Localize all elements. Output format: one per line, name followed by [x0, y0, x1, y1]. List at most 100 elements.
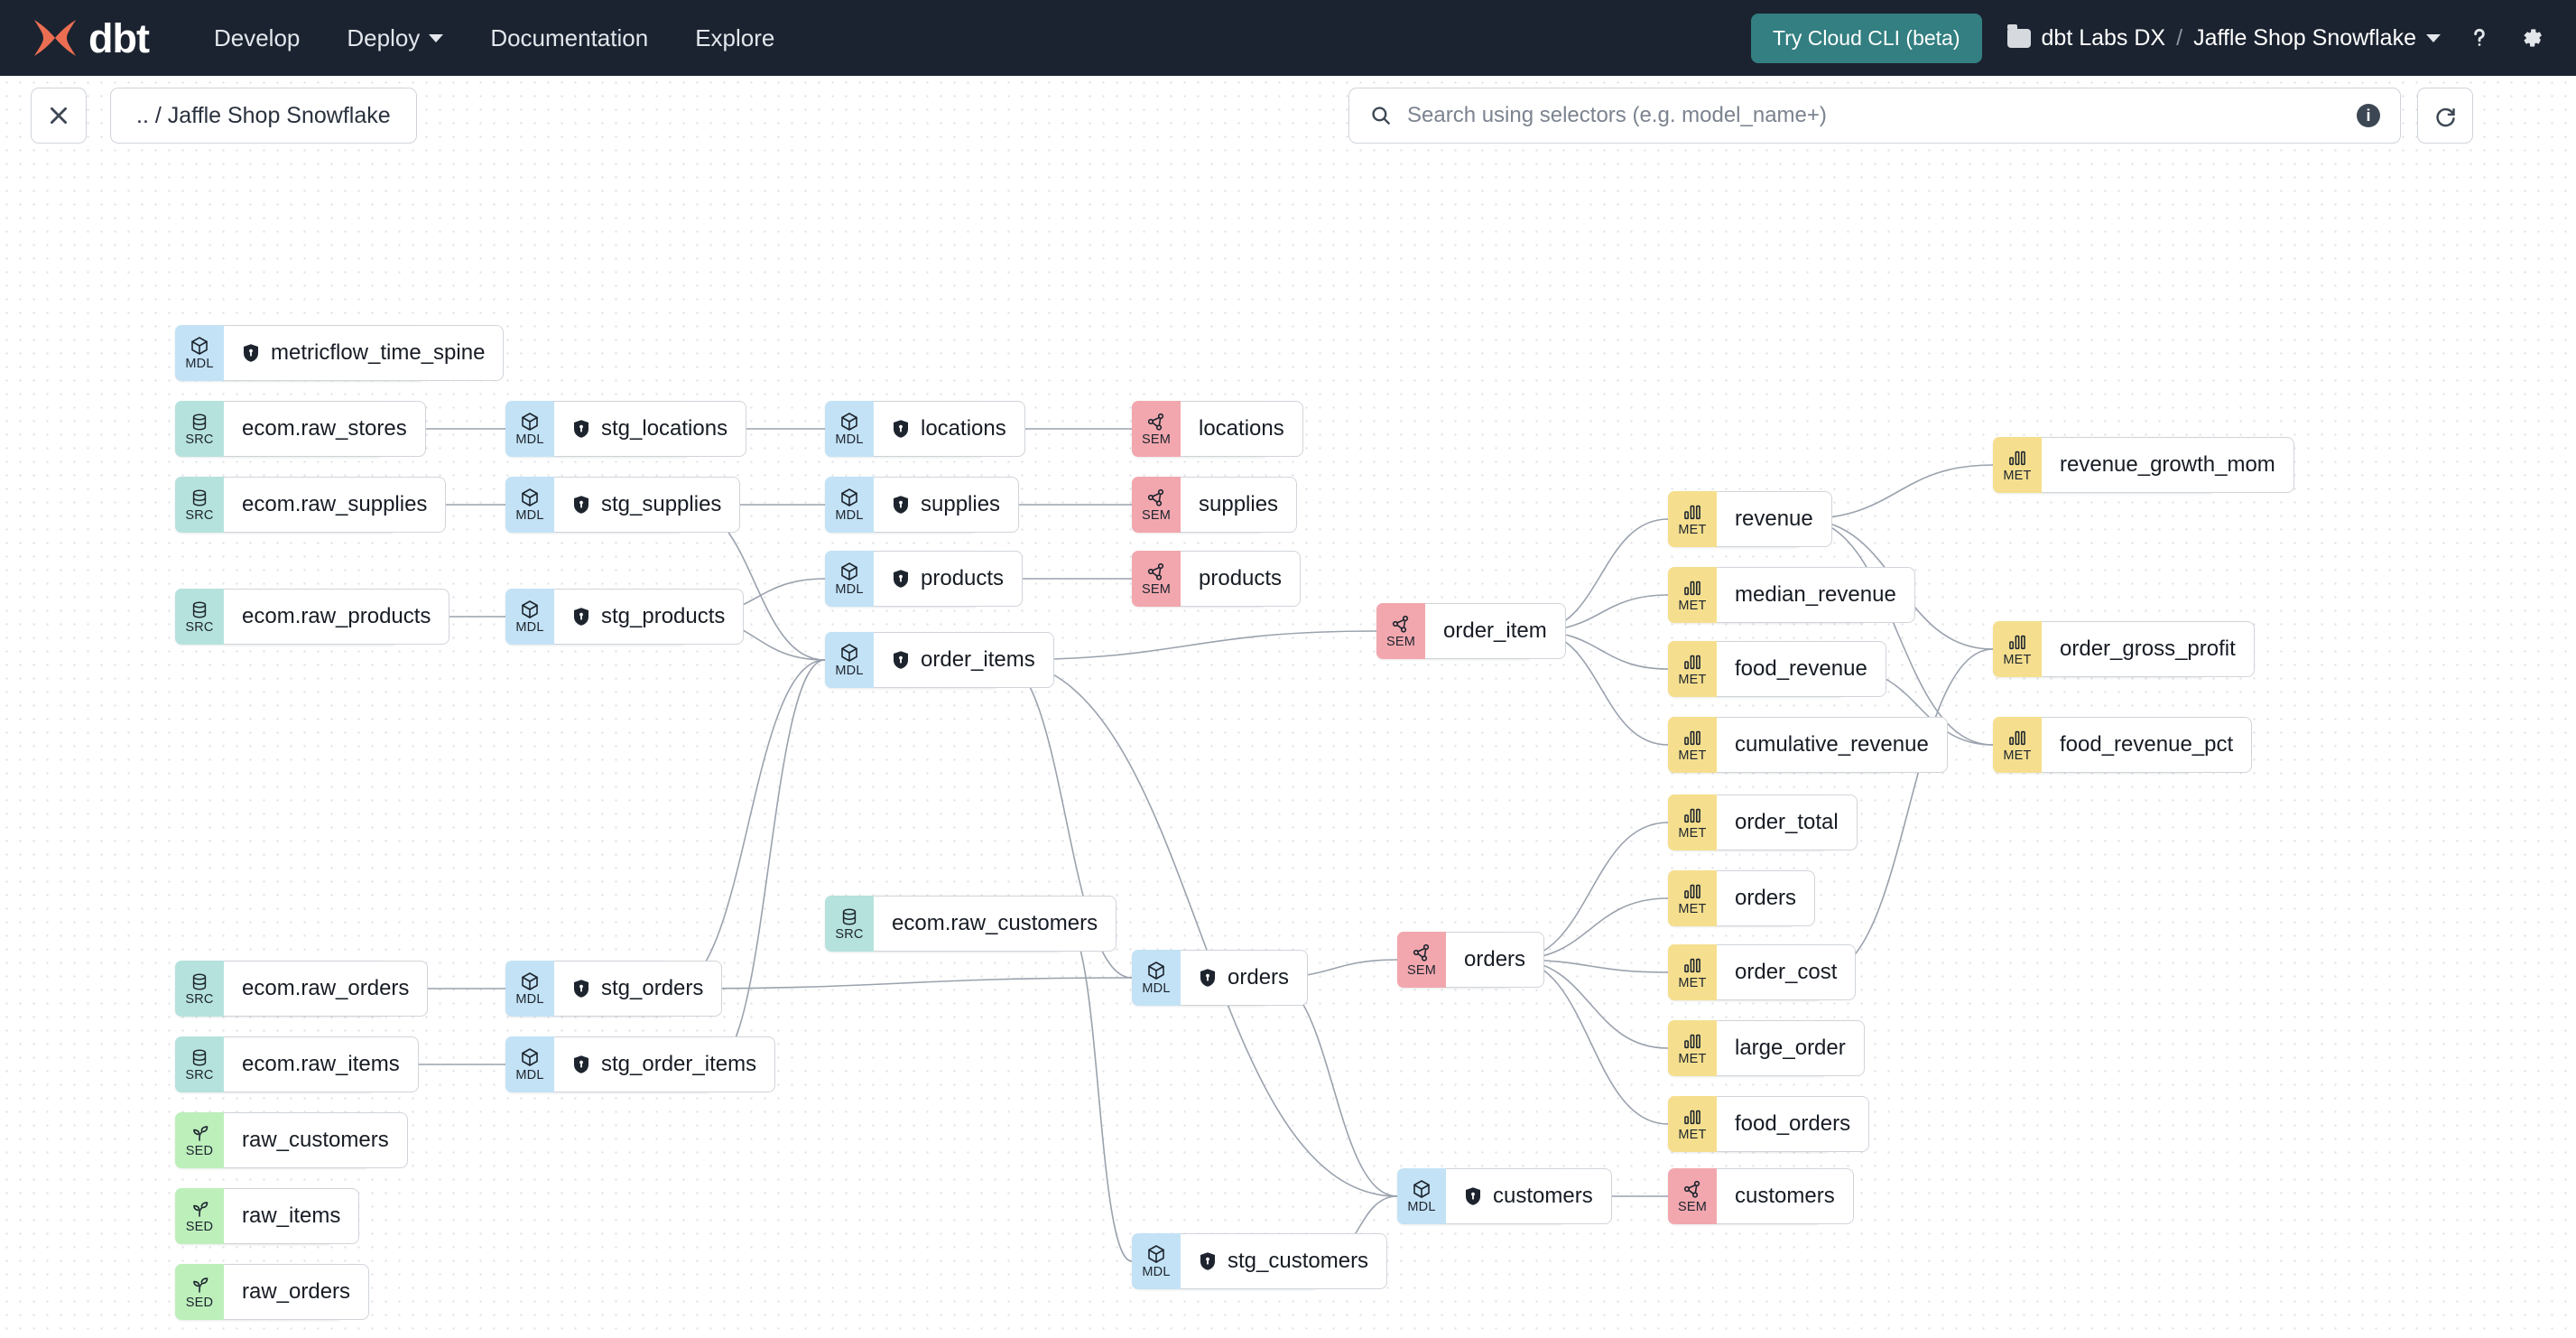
lineage-node-orders_met[interactable]: MET orders — [1668, 870, 1816, 926]
node-body: order_total — [1717, 794, 1858, 850]
lineage-node-order_cost[interactable]: MET order_cost — [1668, 944, 1857, 1000]
help-button[interactable] — [2466, 24, 2493, 51]
lineage-node-stg_supplies[interactable]: MDL stg_supplies — [505, 477, 741, 533]
node-type-badge-mdl: MDL — [825, 401, 874, 457]
node-label: ecom.raw_products — [242, 604, 431, 628]
bar-chart-icon — [1682, 1030, 1703, 1052]
lineage-node-ecom_raw_products[interactable]: SRC ecom.raw_products — [175, 589, 450, 645]
node-label: ecom.raw_stores — [242, 416, 407, 441]
node-type-badge-mdl: MDL — [505, 961, 554, 1017]
node-type-label: MDL — [835, 664, 864, 679]
node-type-label: SRC — [185, 508, 214, 524]
lineage-node-ecom_raw_orders[interactable]: SRC ecom.raw_orders — [175, 961, 429, 1017]
bar-chart-icon — [2006, 631, 2028, 653]
close-graph-button[interactable] — [31, 88, 87, 144]
lineage-node-order_gross_profit[interactable]: MET order_gross_profit — [1993, 621, 2255, 677]
search-input[interactable] — [1407, 103, 2342, 128]
node-body: locations — [1181, 401, 1303, 457]
folder-icon — [2006, 23, 2031, 48]
lineage-node-food_revenue_pct[interactable]: MET food_revenue_pct — [1993, 717, 2253, 773]
bar-chart-icon — [1682, 954, 1703, 976]
node-label: supplies — [921, 492, 1001, 516]
lineage-node-stg_customers[interactable]: MDL stg_customers — [1132, 1233, 1388, 1289]
lineage-node-large_order[interactable]: MET large_order — [1668, 1020, 1865, 1076]
node-body: revenue — [1717, 491, 1832, 547]
lineage-edge — [671, 977, 1133, 990]
refresh-graph-button[interactable] — [2417, 88, 2473, 144]
nav-item-explore[interactable]: Explore — [672, 15, 798, 61]
lineage-node-stg_orders[interactable]: MDL stg_orders — [505, 961, 723, 1017]
lineage-node-raw_items[interactable]: SED raw_items — [175, 1188, 360, 1244]
dbt-logo[interactable]: dbt — [31, 14, 150, 61]
node-type-badge-src: SRC — [175, 401, 224, 457]
lineage-node-locations_sem[interactable]: SEM locations — [1132, 401, 1303, 457]
node-body: revenue_growth_mom — [2042, 437, 2294, 493]
settings-button[interactable] — [2518, 24, 2545, 51]
node-label: stg_products — [601, 604, 726, 628]
lineage-graph-canvas[interactable]: MDL metricflow_time_spine SRC ecom.raw_s… — [0, 76, 2576, 1338]
database-icon — [190, 1046, 209, 1068]
lineage-node-products_mdl[interactable]: MDL products — [825, 551, 1024, 607]
info-icon[interactable]: i — [2357, 104, 2380, 127]
lineage-node-raw_orders[interactable]: SED raw_orders — [175, 1264, 370, 1320]
graph-breadcrumb[interactable]: .. / Jaffle Shop Snowflake — [110, 88, 417, 144]
nav-item-documentation-label: Documentation — [490, 23, 649, 51]
lineage-node-customers_sem[interactable]: SEM customers — [1668, 1168, 1854, 1224]
brand-wordmark: dbt — [88, 14, 150, 61]
node-label: order_cost — [1735, 960, 1838, 984]
node-type-label: MDL — [515, 1068, 544, 1083]
search-icon — [1372, 107, 1390, 125]
lineage-node-stg_products[interactable]: MDL stg_products — [505, 589, 745, 645]
node-type-label: SEM — [1141, 508, 1172, 524]
lineage-node-stg_order_items[interactable]: MDL stg_order_items — [505, 1036, 776, 1092]
public-access-shield-icon — [1464, 1186, 1482, 1206]
lineage-node-stg_locations[interactable]: MDL stg_locations — [505, 401, 747, 457]
lineage-node-revenue[interactable]: MET revenue — [1668, 491, 1832, 547]
node-type-badge-met: MET — [1668, 717, 1717, 773]
lineage-node-products_sem[interactable]: SEM products — [1132, 551, 1302, 607]
question-mark-icon — [2474, 28, 2485, 46]
nav-item-documentation[interactable]: Documentation — [467, 15, 672, 61]
node-label: raw_items — [242, 1203, 341, 1228]
node-type-label: MET — [1678, 599, 1707, 614]
search-container[interactable]: i — [1348, 88, 2401, 144]
lineage-node-cumulative_revenue[interactable]: MET cumulative_revenue — [1668, 717, 1948, 773]
cube-icon — [839, 561, 860, 582]
lineage-node-ecom_raw_stores[interactable]: SRC ecom.raw_stores — [175, 401, 426, 457]
shield-icon — [574, 496, 588, 514]
lineage-node-customers_mdl[interactable]: MDL customers — [1397, 1168, 1612, 1224]
lineage-node-order_total[interactable]: MET order_total — [1668, 794, 1858, 850]
lineage-node-supplies_mdl[interactable]: MDL supplies — [825, 477, 1020, 533]
lineage-node-metricflow_time_spine[interactable]: MDL metricflow_time_spine — [175, 325, 505, 381]
node-type-badge-mdl: MDL — [505, 401, 554, 457]
lineage-node-orders_mdl[interactable]: MDL orders — [1132, 950, 1309, 1006]
lineage-node-food_revenue[interactable]: MET food_revenue — [1668, 641, 1886, 697]
lineage-node-orders_sem[interactable]: SEM orders — [1397, 932, 1545, 988]
try-cloud-cli-button[interactable]: Try Cloud CLI (beta) — [1751, 13, 1982, 63]
lineage-node-supplies_sem[interactable]: SEM supplies — [1132, 477, 1298, 533]
lineage-node-median_revenue[interactable]: MET median_revenue — [1668, 567, 1915, 623]
cube-icon — [1145, 1243, 1167, 1265]
lineage-node-food_orders[interactable]: MET food_orders — [1668, 1096, 1870, 1152]
cube-icon — [1411, 1178, 1432, 1200]
cube-icon — [189, 335, 210, 357]
lineage-node-locations_mdl[interactable]: MDL locations — [825, 401, 1025, 457]
node-body: raw_customers — [224, 1112, 408, 1168]
lineage-edge — [712, 659, 826, 1065]
lineage-node-ecom_raw_supplies[interactable]: SRC ecom.raw_supplies — [175, 477, 447, 533]
project-selector[interactable]: Jaffle Shop Snowflake — [2193, 25, 2441, 51]
node-type-badge-met: MET — [1668, 794, 1717, 850]
graph-toolbar: .. / Jaffle Shop Snowflake i — [0, 76, 2576, 155]
lineage-node-raw_customers[interactable]: SED raw_customers — [175, 1112, 408, 1168]
lineage-node-order_items_mdl[interactable]: MDL order_items — [825, 632, 1054, 688]
lineage-node-ecom_raw_customers[interactable]: SRC ecom.raw_customers — [825, 896, 1117, 952]
node-type-badge-src: SRC — [825, 896, 874, 952]
lineage-node-ecom_raw_items[interactable]: SRC ecom.raw_items — [175, 1036, 419, 1092]
node-type-label: MDL — [515, 508, 544, 524]
nav-item-develop[interactable]: Develop — [190, 15, 323, 61]
node-body: stg_locations — [554, 401, 747, 457]
public-access-shield-icon — [892, 495, 910, 515]
nav-item-deploy[interactable]: Deploy — [323, 15, 467, 61]
lineage-node-order_item_sem[interactable]: SEM order_item — [1376, 603, 1566, 659]
lineage-node-revenue_growth_mom[interactable]: MET revenue_growth_mom — [1993, 437, 2294, 493]
